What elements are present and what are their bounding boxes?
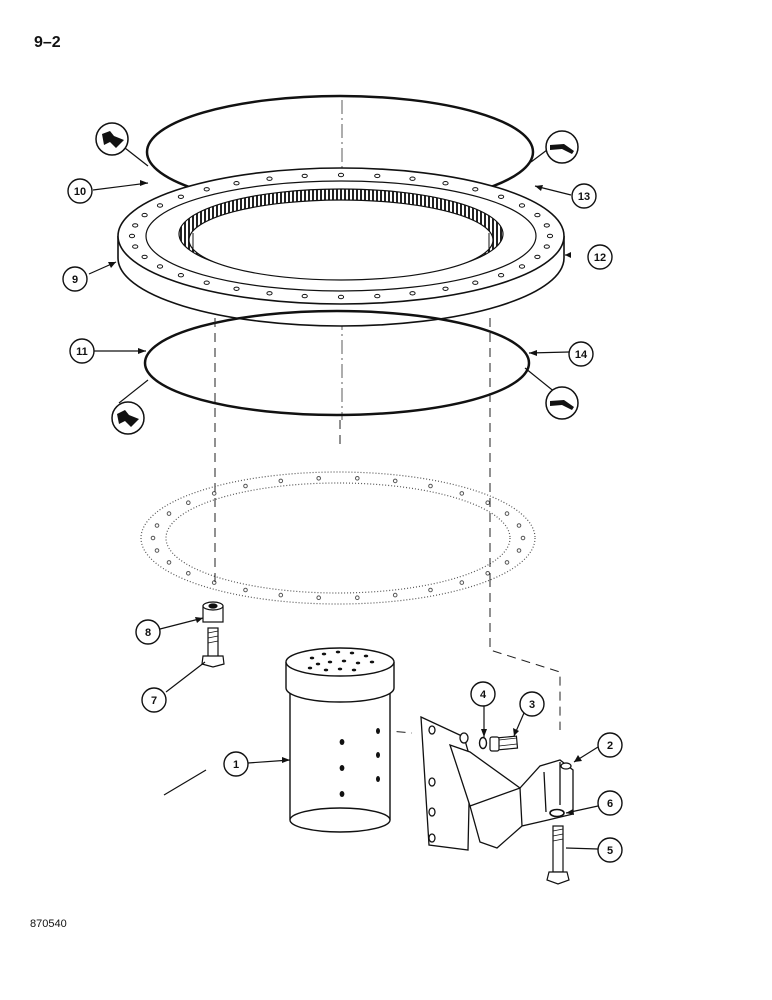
bolt-7	[201, 627, 225, 668]
callout-label: 8	[145, 627, 151, 639]
callout-label: 14	[575, 349, 588, 361]
callout-9: 9	[62, 266, 88, 292]
callout-label: 4	[480, 689, 487, 701]
callout-label: 3	[529, 699, 535, 711]
spacer-nut-8	[202, 601, 224, 623]
callout-6: 6	[597, 790, 623, 816]
callout-label: 10	[74, 186, 86, 198]
washer-6	[549, 808, 565, 818]
lower-seal-ring	[143, 309, 531, 417]
callout-label: 13	[578, 191, 590, 203]
filter-cartridge	[285, 647, 395, 833]
callout-label: 9	[72, 274, 78, 286]
callout-12: 12	[587, 244, 613, 270]
bolt-5	[546, 825, 570, 885]
slewing-ring-bearing	[117, 167, 565, 327]
callout-2: 2	[597, 732, 623, 758]
callout-5: 5	[597, 837, 623, 863]
figure-reference: 870540	[30, 918, 67, 930]
callout-label: 2	[607, 740, 613, 752]
callout-label: 12	[594, 252, 606, 264]
callout-14: 14	[568, 341, 594, 367]
callout-label: 6	[607, 798, 613, 810]
callout-8: 8	[135, 619, 161, 645]
callout-1: 1	[223, 751, 249, 777]
sealant-tube-icon	[545, 130, 579, 164]
grease-gun-icon	[111, 401, 145, 435]
callout-label: 1	[233, 759, 239, 771]
callout-4: 4	[470, 681, 496, 707]
grease-gun-icon	[95, 122, 129, 156]
callout-label: 11	[76, 346, 88, 358]
bolt-3	[489, 735, 519, 752]
mounting-plate-ghost	[140, 471, 536, 605]
page-number: 9–2	[34, 34, 61, 51]
callout-label: 5	[607, 845, 613, 857]
washer-4	[478, 736, 488, 750]
sealant-tube-icon	[545, 386, 579, 420]
callout-label: 7	[151, 695, 157, 707]
callout-11: 11	[69, 338, 95, 364]
callout-13: 13	[571, 183, 597, 209]
mounting-bracket	[420, 715, 574, 851]
callout-10: 10	[67, 178, 93, 204]
callout-3: 3	[519, 691, 545, 717]
callout-7: 7	[141, 687, 167, 713]
